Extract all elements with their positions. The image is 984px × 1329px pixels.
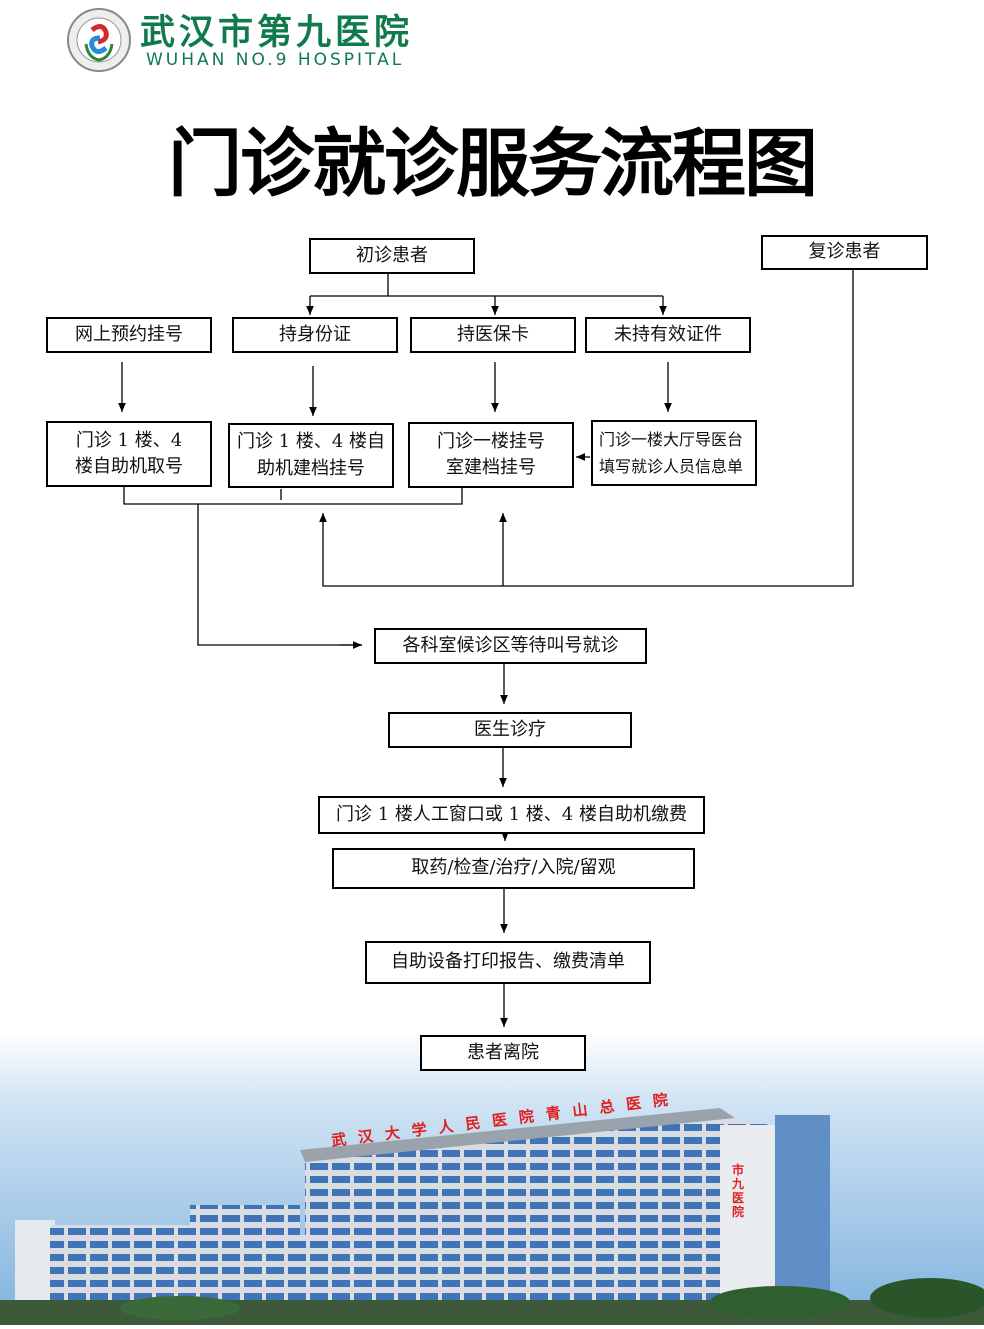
- guide-desk-line1: 门诊一楼大厅导医台: [599, 429, 744, 449]
- hospital-building-image: 武汉大学人民医院青山总医院 市九医院: [0, 1030, 984, 1325]
- payment-box: 门诊 1 楼人工窗口或 1 楼、4 楼自助机缴费: [318, 796, 705, 834]
- kiosk-ticket-line1: 门诊 1 楼、4: [75, 429, 183, 451]
- hospital-logo: [67, 8, 131, 72]
- no-id-box: 未持有效证件: [585, 317, 751, 353]
- guide-desk-box: 门诊一楼大厅导医台 填写就诊人员信息单: [591, 420, 757, 486]
- counter-register-line2: 室建档挂号: [446, 457, 536, 478]
- kiosk-register-box: 门诊 1 楼、4 楼自 助机建档挂号: [228, 423, 394, 488]
- waiting-box: 各科室候诊区等待叫号就诊: [374, 628, 647, 664]
- kiosk-register-line2: 助机建档挂号: [257, 457, 365, 479]
- services-box: 取药/检查/治疗/入院/留观: [332, 848, 695, 889]
- counter-register-line1: 门诊一楼挂号: [437, 430, 545, 452]
- online-booking-box: 网上预约挂号: [46, 317, 212, 353]
- guide-desk-line2: 填写就诊人员信息单: [599, 457, 744, 476]
- hospital-name-cn: 武汉市第九医院: [140, 13, 414, 53]
- kiosk-ticket-line2: 楼自助机取号: [75, 456, 183, 477]
- side-sign: 市九医院: [732, 1163, 745, 1219]
- first-visit-box: 初诊患者: [309, 238, 475, 274]
- print-box: 自助设备打印报告、缴费清单: [365, 941, 651, 984]
- kiosk-ticket-box: 门诊 1 楼、4 楼自助机取号: [46, 421, 212, 487]
- counter-register-box: 门诊一楼挂号 室建档挂号: [408, 422, 574, 488]
- doctor-box: 医生诊疗: [388, 712, 632, 748]
- insurance-card-box: 持医保卡: [410, 317, 576, 353]
- id-card-box: 持身份证: [232, 317, 398, 353]
- kiosk-register-line1: 门诊 1 楼、4 楼自: [236, 431, 386, 453]
- page-title: 门诊就诊服务流程图: [168, 121, 818, 207]
- leave-box: 患者离院: [420, 1035, 586, 1071]
- flow-connectors: [118, 269, 854, 1027]
- hospital-name-en: WUHAN NO.9 HOSPITAL: [146, 50, 405, 70]
- return-visit-box: 复诊患者: [761, 235, 928, 270]
